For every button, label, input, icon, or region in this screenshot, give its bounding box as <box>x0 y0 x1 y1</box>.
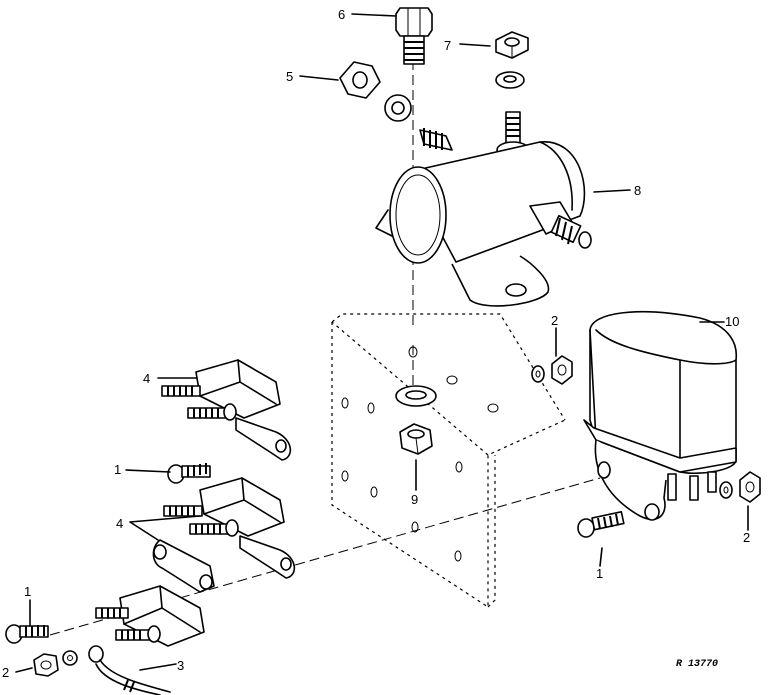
circuit-breaker-part-4-lower <box>95 585 205 647</box>
wire-lead-part-3 <box>88 645 171 695</box>
nut-part-5 <box>339 61 381 99</box>
callout-5: 5 <box>286 69 293 84</box>
callout-4-middle: 4 <box>116 516 123 531</box>
washer-part-2-right <box>719 481 733 499</box>
nut-part-2-lower <box>33 653 59 677</box>
washer-part-2-lower <box>62 650 78 666</box>
leader-lines <box>15 13 749 673</box>
solenoid-part-8 <box>375 111 592 307</box>
nut-part-2-right <box>739 471 761 503</box>
callout-3: 3 <box>177 658 184 673</box>
callout-2-upper: 2 <box>551 313 558 328</box>
callout-labels: 6 7 5 8 10 2 4 1 4 9 2 1 1 2 3 R 13770 <box>2 7 750 680</box>
callout-1-top: 1 <box>114 462 121 477</box>
circuit-breaker-part-4-upper <box>161 359 292 461</box>
washer-part-2-upper <box>531 365 545 383</box>
carriage-bolt-part-1-left <box>5 624 49 644</box>
callout-1-right: 1 <box>596 566 603 581</box>
callout-10: 10 <box>725 314 739 329</box>
callout-8: 8 <box>634 183 641 198</box>
nut-part-2-upper <box>551 355 573 385</box>
mounting-bracket <box>331 313 566 609</box>
nut-part-7 <box>495 31 529 59</box>
callout-2-lower: 2 <box>2 665 9 680</box>
washer-part-9 <box>395 385 437 407</box>
regulator-part-10 <box>583 310 738 521</box>
callout-9: 9 <box>411 492 418 507</box>
carriage-bolt-part-1-top <box>167 463 211 484</box>
reference-code: R 13770 <box>676 659 718 670</box>
nut-part-9 <box>399 423 433 455</box>
bolt-part-6 <box>395 7 433 65</box>
callout-2-right: 2 <box>743 530 750 545</box>
callout-1-left: 1 <box>24 584 31 599</box>
callout-7: 7 <box>444 38 451 53</box>
circuit-breaker-part-4-middle <box>152 477 296 593</box>
callout-4-upper: 4 <box>143 371 150 386</box>
washer-part-5 <box>384 94 412 122</box>
carriage-bolt-part-1-right <box>577 510 625 538</box>
callout-6: 6 <box>338 7 345 22</box>
washer-part-7 <box>495 71 525 89</box>
